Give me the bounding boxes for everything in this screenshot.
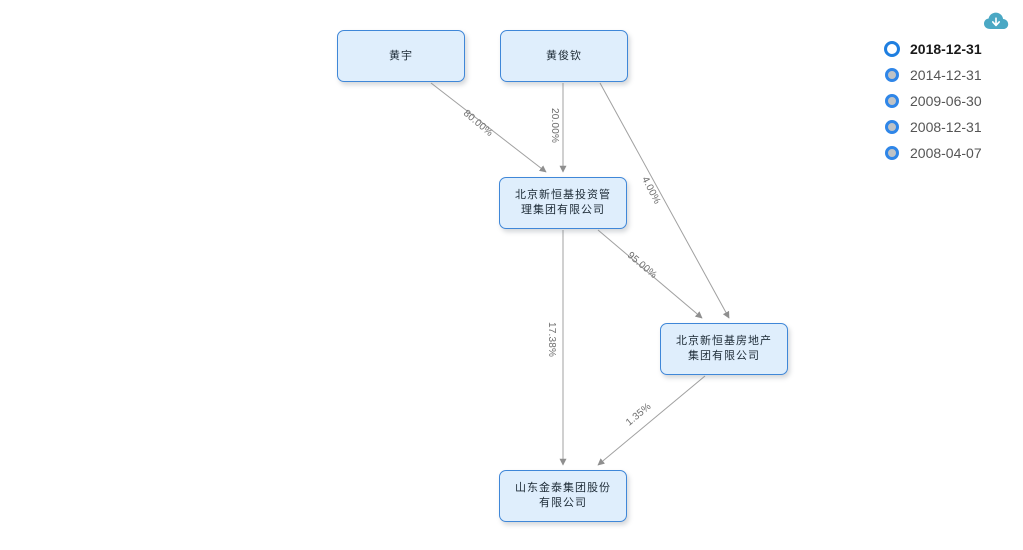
graph-node-label: 北京新恒基房地产 集团有限公司 xyxy=(676,335,772,362)
cloud-download-icon[interactable] xyxy=(982,10,1012,34)
graph-node-label: 北京新恒基投资管 理集团有限公司 xyxy=(515,189,611,216)
graph-node-person-huangyu[interactable]: 黄宇 xyxy=(337,30,465,82)
graph-node-person-huangjunqin[interactable]: 黄俊钦 xyxy=(500,30,628,82)
timeline-item-date[interactable]: 2018-12-31 xyxy=(880,36,1020,62)
graph-node-label: 黄俊钦 xyxy=(546,49,582,62)
timeline-dot-icon xyxy=(884,41,900,57)
timeline-dot-icon xyxy=(885,146,899,160)
date-timeline-legend: 2018-12-31 2014-12-31 2009-06-30 2008-12… xyxy=(880,36,1020,166)
graph-node-label: 黄宇 xyxy=(389,49,413,62)
graph-node-company-shandong-jintai[interactable]: 山东金泰集团股份 有限公司 xyxy=(499,470,627,522)
timeline-date-label: 2018-12-31 xyxy=(910,41,982,57)
timeline-dot-icon xyxy=(885,68,899,82)
timeline-date-label: 2009-06-30 xyxy=(910,93,982,109)
timeline-date-label: 2014-12-31 xyxy=(910,67,982,83)
graph-node-company-realestate-group[interactable]: 北京新恒基房地产 集团有限公司 xyxy=(660,323,788,375)
timeline-dot-icon xyxy=(885,94,899,108)
timeline-date-label: 2008-04-07 xyxy=(910,145,982,161)
timeline-dot-icon xyxy=(885,120,899,134)
timeline-date-label: 2008-12-31 xyxy=(910,119,982,135)
timeline-item-date[interactable]: 2014-12-31 xyxy=(880,62,1020,88)
edge-line-95 xyxy=(597,229,703,319)
edge-line-80 xyxy=(430,82,547,173)
edge-line-1 xyxy=(597,375,706,466)
timeline-item-date[interactable]: 2009-06-30 xyxy=(880,88,1020,114)
timeline-item-date[interactable]: 2008-04-07 xyxy=(880,140,1020,166)
edge-line-4 xyxy=(599,82,730,319)
graph-node-label: 山东金泰集团股份 有限公司 xyxy=(515,482,611,509)
timeline-item-date[interactable]: 2008-12-31 xyxy=(880,114,1020,140)
graph-node-company-investment-group[interactable]: 北京新恒基投资管 理集团有限公司 xyxy=(499,177,627,229)
